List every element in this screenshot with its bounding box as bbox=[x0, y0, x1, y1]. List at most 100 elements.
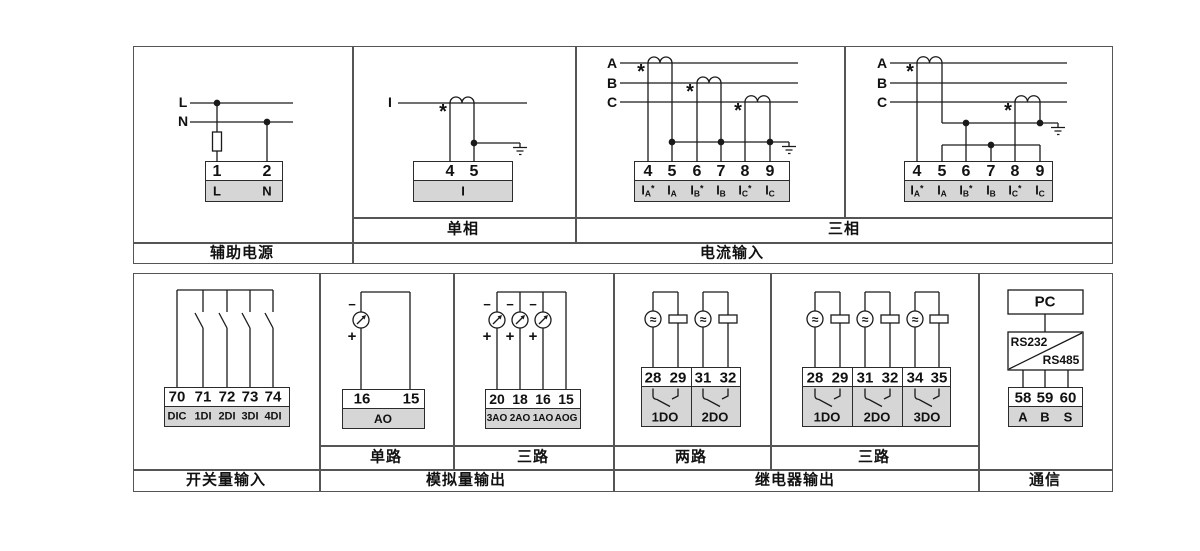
load-symbol bbox=[718, 314, 738, 324]
i-sub: C bbox=[741, 188, 749, 199]
aux-terminal-strip-gray bbox=[206, 180, 282, 201]
top-table-line bbox=[844, 46, 846, 217]
r2-terminal: 32 bbox=[719, 369, 737, 387]
aux-power-wires bbox=[190, 99, 293, 162]
tp2-terminal: 8 bbox=[1010, 163, 1020, 180]
i-main: I bbox=[667, 183, 671, 198]
single-phase-terminal-strip bbox=[413, 161, 513, 202]
tp1-terminal-label: IC bbox=[765, 184, 775, 198]
tp2-terminal: 7 bbox=[986, 163, 996, 180]
tp1-terminal-label: IA bbox=[667, 184, 677, 198]
i-sub: B bbox=[989, 188, 996, 199]
ground-symbol bbox=[513, 143, 527, 156]
junction-dot bbox=[987, 141, 995, 149]
i-sub: B bbox=[962, 188, 970, 199]
r3-terminal: 29 bbox=[831, 369, 849, 387]
aux-terminal-label-n: N bbox=[262, 183, 272, 199]
ao3-terminal: 18 bbox=[512, 391, 528, 407]
i-sub: B bbox=[693, 188, 701, 199]
ao3-terminal: 20 bbox=[489, 391, 505, 407]
i-main: I bbox=[641, 183, 645, 198]
ac-source-symbol bbox=[644, 310, 662, 328]
bottom-table-line bbox=[613, 273, 615, 492]
aux-terminal-2: 2 bbox=[262, 163, 272, 180]
label-aux-power: 辅助电源 bbox=[209, 244, 275, 262]
relay-contact-symbol bbox=[914, 388, 940, 408]
ct-polarity-mark: * bbox=[637, 61, 645, 83]
ct-symbol bbox=[696, 76, 722, 84]
junction-dot bbox=[962, 119, 970, 127]
i-sub: A bbox=[913, 188, 921, 199]
ac-symbol-text: ≈ bbox=[912, 313, 919, 327]
junction-dot bbox=[717, 138, 725, 146]
ao3-terminal-label: AOG bbox=[554, 413, 578, 424]
comm-terminal-label: B bbox=[1040, 409, 1050, 425]
tp2-phase-c: C bbox=[876, 94, 888, 110]
tp2-phase-a: A bbox=[876, 55, 888, 71]
minus-sign: − bbox=[529, 297, 537, 312]
single-phase-wires bbox=[398, 96, 527, 162]
label-relay-three: 三路 bbox=[857, 448, 891, 466]
ac-source-symbol bbox=[856, 310, 874, 328]
ao3-terminal-label: 2AO bbox=[509, 413, 531, 424]
di-terminal: 70 bbox=[168, 388, 186, 406]
relay-two-strip-divider bbox=[691, 368, 693, 426]
r2-channel-label: 2DO bbox=[701, 409, 729, 425]
aux-line-label-l: L bbox=[178, 94, 188, 110]
i-sup: * bbox=[1018, 183, 1022, 194]
analog-single-terminal-strip bbox=[342, 389, 425, 429]
converter-diagonal bbox=[1008, 332, 1083, 370]
aux-terminal-strip bbox=[205, 161, 283, 202]
sp-strip-label-i: I bbox=[461, 183, 465, 199]
minus-sign: − bbox=[506, 297, 514, 312]
ct-polarity-mark: * bbox=[439, 101, 447, 123]
ground-symbol bbox=[782, 142, 796, 155]
tp2-terminal: 4 bbox=[912, 163, 922, 180]
top-table-line bbox=[352, 46, 354, 264]
comm-strip-gray bbox=[1009, 406, 1082, 426]
ct-polarity-mark: * bbox=[686, 81, 694, 103]
r3-channel-label: 3DO bbox=[913, 409, 941, 425]
tp1-terminal-label: IB bbox=[716, 184, 726, 198]
bottom-table-line bbox=[319, 445, 978, 447]
relay-three-strip-divider bbox=[852, 368, 854, 426]
tp2-terminal-label: IB* bbox=[959, 184, 972, 198]
pc-label: PC bbox=[1034, 293, 1056, 311]
ct-symbol bbox=[1014, 95, 1041, 103]
relay-contact-symbol bbox=[702, 388, 729, 408]
r2-channel-label: 1DO bbox=[651, 409, 679, 425]
tp1-terminal: 7 bbox=[716, 163, 726, 180]
i-sup: * bbox=[700, 183, 704, 194]
relay-contact-symbol bbox=[864, 388, 891, 408]
tp1-terminal: 4 bbox=[643, 163, 653, 180]
top-table-line bbox=[352, 217, 1113, 219]
tp1-terminal-label: IC* bbox=[738, 184, 751, 198]
label-three-phase: 三相 bbox=[827, 220, 861, 238]
junction-dot bbox=[213, 99, 221, 107]
analog-single-strip-gray bbox=[343, 408, 424, 428]
di-terminal: 72 bbox=[218, 388, 236, 406]
r2-terminal: 31 bbox=[694, 369, 712, 387]
di-terminal-label: 1DI bbox=[194, 410, 212, 423]
i-main: I bbox=[910, 183, 914, 198]
bottom-table-line bbox=[319, 273, 321, 492]
di-terminal-label: DIC bbox=[167, 410, 187, 423]
r3-channel-label: 1DO bbox=[813, 409, 841, 425]
ct-polarity-mark: * bbox=[906, 61, 914, 83]
relay-two-terminal-strip bbox=[641, 367, 741, 427]
plus-sign: + bbox=[483, 328, 492, 345]
pc-box bbox=[1007, 289, 1084, 315]
switch-symbol bbox=[218, 290, 228, 387]
load-symbol bbox=[668, 314, 688, 324]
ac-symbol-text: ≈ bbox=[862, 313, 869, 327]
i-main: I bbox=[959, 183, 963, 198]
three-phase2-terminal-strip bbox=[904, 161, 1053, 202]
relay-three-terminal-strip bbox=[802, 367, 951, 427]
label-communication: 通信 bbox=[1028, 471, 1062, 489]
junction-dot bbox=[1036, 119, 1044, 127]
ao3-terminal-label: 1AO bbox=[532, 413, 554, 424]
i-sup: * bbox=[969, 183, 973, 194]
i-sup: * bbox=[748, 183, 752, 194]
tp1-terminal-label: IB* bbox=[690, 184, 703, 198]
ao3-terminal: 15 bbox=[558, 391, 574, 407]
